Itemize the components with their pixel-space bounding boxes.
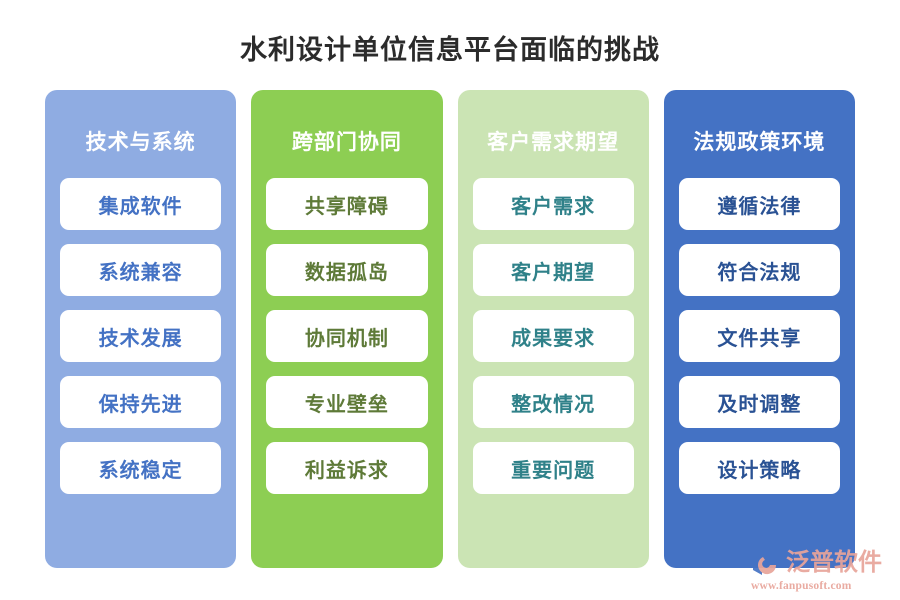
challenge-card[interactable]: 系统稳定: [60, 442, 222, 494]
challenge-card[interactable]: 客户期望: [472, 244, 634, 296]
challenge-card[interactable]: 协同机制: [266, 310, 428, 362]
challenge-card[interactable]: 整改情况: [472, 376, 634, 428]
column-header: 跨部门协同: [291, 130, 402, 154]
column-header: 法规政策环境: [693, 130, 826, 154]
challenge-columns: 技术与系统集成软件系统兼容技术发展保持先进系统稳定跨部门协同共享障碍数据孤岛协同…: [45, 90, 855, 568]
column-header: 技术与系统: [85, 130, 196, 154]
watermark-brand-row: 泛普软件: [750, 548, 882, 578]
column-header: 客户需求期望: [487, 130, 620, 154]
challenge-card[interactable]: 客户需求: [472, 178, 634, 230]
challenge-column: 技术与系统集成软件系统兼容技术发展保持先进系统稳定: [45, 90, 237, 568]
watermark-url: www.fanpusoft.com: [751, 580, 852, 592]
challenge-card[interactable]: 重要问题: [472, 442, 634, 494]
watermark: 泛普软件 www.fanpusoft.com: [750, 540, 890, 592]
challenge-card[interactable]: 符合法规: [678, 244, 840, 296]
challenge-card[interactable]: 设计策略: [678, 442, 840, 494]
challenge-card[interactable]: 共享障碍: [266, 178, 428, 230]
challenge-card[interactable]: 及时调整: [678, 376, 840, 428]
fanpu-logo-icon: [750, 548, 782, 578]
challenge-card[interactable]: 专业壁垒: [266, 376, 428, 428]
challenge-card[interactable]: 技术发展: [60, 310, 222, 362]
challenge-card[interactable]: 系统兼容: [60, 244, 222, 296]
challenge-card[interactable]: 集成软件: [60, 178, 222, 230]
watermark-brand-name: 泛普软件: [786, 550, 882, 576]
page-title: 水利设计单位信息平台面临的挑战: [240, 35, 660, 65]
challenge-card[interactable]: 数据孤岛: [266, 244, 428, 296]
challenge-card[interactable]: 保持先进: [60, 376, 222, 428]
challenge-card[interactable]: 利益诉求: [266, 442, 428, 494]
challenge-card[interactable]: 成果要求: [472, 310, 634, 362]
challenge-column: 法规政策环境遵循法律符合法规文件共享及时调整设计策略: [663, 90, 855, 568]
challenge-column: 客户需求期望客户需求客户期望成果要求整改情况重要问题: [457, 90, 649, 568]
challenge-card[interactable]: 遵循法律: [678, 178, 840, 230]
challenge-column: 跨部门协同共享障碍数据孤岛协同机制专业壁垒利益诉求: [251, 90, 443, 568]
challenge-card[interactable]: 文件共享: [678, 310, 840, 362]
